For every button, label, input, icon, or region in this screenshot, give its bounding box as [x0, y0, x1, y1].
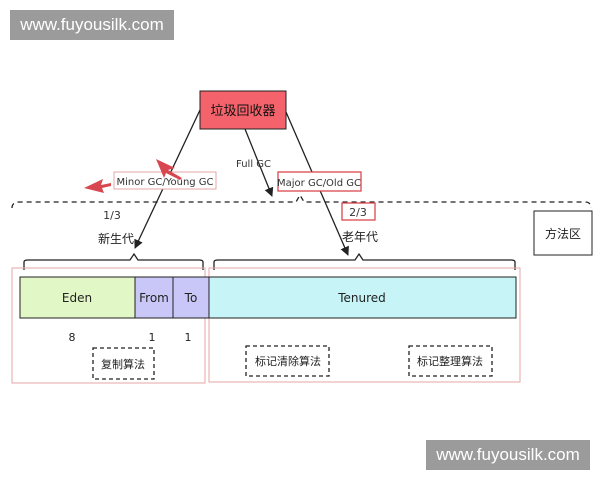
watermark-bottom: www.fuyousilk.com	[426, 440, 590, 470]
eden-label: Eden	[62, 291, 92, 305]
watermark-top: www.fuyousilk.com	[10, 10, 174, 40]
old-generation-frame	[208, 267, 521, 383]
tenured-label: Tenured	[337, 291, 386, 305]
young-generation-label: 新生代	[98, 231, 134, 246]
red-pointer-arrow-left	[84, 179, 111, 193]
full-gc-label: Full GC	[236, 159, 271, 170]
tenured-region	[208, 276, 517, 319]
old-generation-label: 老年代	[342, 230, 378, 244]
eden-region	[19, 276, 136, 319]
young-ratio: 1/3	[103, 209, 121, 222]
arrow-full-gc	[244, 128, 274, 197]
from-label: From	[139, 291, 169, 305]
to-region	[172, 276, 210, 319]
method-area-label: 方法区	[545, 226, 581, 241]
heap-dashed-boundary	[11, 193, 592, 209]
young-brace	[23, 252, 204, 270]
eden-ratio: 8	[69, 331, 76, 344]
method-area-box	[533, 210, 593, 256]
red-pointer-arrow-top	[156, 159, 182, 180]
copy-algorithm-box	[92, 347, 155, 380]
mark-compact-label: 标记整理算法	[417, 354, 483, 368]
copy-algorithm-label: 复制算法	[101, 357, 145, 371]
minor-gc-label: Minor GC/Young GC	[116, 177, 213, 188]
to-label: To	[184, 291, 198, 305]
mark-sweep-box	[245, 345, 330, 377]
mark-sweep-label: 标记清除算法	[255, 354, 321, 368]
from-ratio: 1	[149, 331, 156, 344]
major-gc-box	[277, 171, 362, 192]
mark-compact-box	[408, 345, 493, 377]
to-ratio: 1	[185, 331, 192, 344]
young-generation-frame	[11, 267, 206, 384]
from-region	[134, 276, 174, 319]
major-gc-label: Major GC/Old GC	[277, 178, 361, 189]
gc-root-label: 垃圾回收器	[210, 104, 275, 119]
old-ratio-box	[341, 202, 376, 221]
old-brace	[213, 252, 516, 270]
old-ratio: 2/3	[349, 206, 367, 219]
